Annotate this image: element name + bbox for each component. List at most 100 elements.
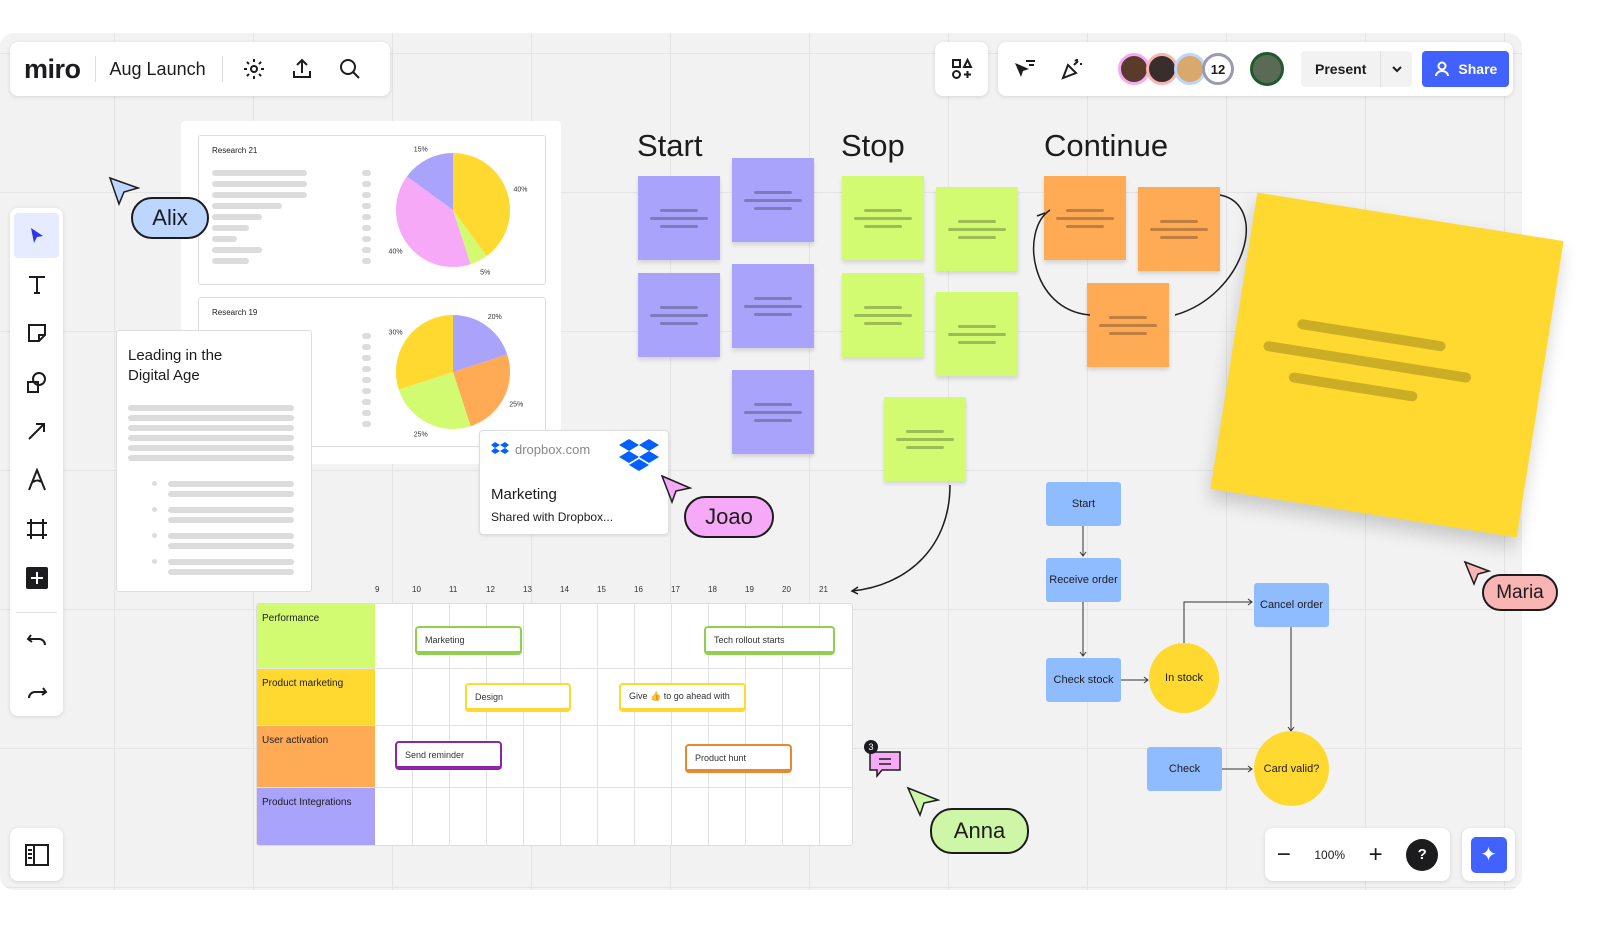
event-design[interactable]: Design (465, 683, 571, 712)
placeholder-line (212, 258, 249, 264)
sticky-note-purple[interactable] (732, 158, 814, 242)
col-divider (523, 604, 524, 845)
placeholder-line (128, 455, 294, 461)
zoom-in-icon[interactable]: + (1368, 840, 1383, 868)
anna-cursor-icon (906, 786, 940, 818)
upload-icon[interactable] (287, 57, 317, 81)
chevron-down-icon[interactable] (1380, 51, 1412, 87)
board-header: miro Aug Launch (10, 42, 390, 96)
bullet (152, 533, 157, 538)
col-divider (819, 604, 820, 845)
sticky-note-green[interactable] (936, 187, 1018, 271)
zoom-level[interactable]: 100% (1314, 847, 1346, 862)
sticky-note-green[interactable] (884, 397, 966, 481)
timeline-day: 20 (782, 585, 791, 594)
col-divider (412, 604, 413, 845)
frame-tool[interactable] (14, 506, 59, 551)
panel-toggle-button[interactable] (10, 828, 63, 881)
apps-button[interactable] (935, 42, 988, 96)
cursor-label-anna: Anna (930, 808, 1029, 854)
joao-cursor-icon (660, 474, 692, 504)
event-give-approval[interactable]: Give 👍 to go ahead with (619, 683, 746, 712)
cursor-label-maria: Maria (1482, 574, 1558, 611)
sticky-note-icon (27, 323, 46, 342)
timeline-day: 11 (449, 585, 458, 594)
shapes-plus-icon (951, 57, 973, 79)
collaborator-avatars[interactable]: 12 (1118, 53, 1234, 85)
placeholder-line (212, 236, 237, 242)
col-divider (486, 604, 487, 845)
board-name[interactable]: Aug Launch (109, 58, 206, 79)
sticky-note-orange[interactable] (1138, 187, 1220, 271)
placeholder-dot (362, 181, 371, 187)
pie-label: 30% (389, 329, 403, 336)
sticky-note-purple[interactable] (732, 370, 814, 454)
search-icon[interactable] (335, 57, 365, 81)
col-divider (782, 604, 783, 845)
event-product-hunt[interactable]: Product hunt (685, 744, 792, 773)
flow-node-receive-order[interactable]: Receive order (1046, 558, 1121, 602)
frame-icon (26, 518, 47, 539)
flow-node-cancel-order[interactable]: Cancel order (1254, 583, 1329, 627)
text-tool[interactable] (14, 261, 59, 306)
divider (94, 56, 96, 82)
celebrate-icon[interactable] (1052, 56, 1092, 82)
placeholder-line (128, 435, 294, 441)
flow-node-check-stock[interactable]: Check stock (1046, 658, 1121, 702)
research-title: Research 21 (212, 146, 258, 155)
zoom-out-icon[interactable]: − (1276, 840, 1291, 868)
ai-assistant-button[interactable]: ✦ (1462, 828, 1515, 881)
placeholder-line (168, 533, 294, 539)
pie-label: 15% (414, 147, 428, 154)
flow-node-in-stock[interactable]: In stock (1149, 643, 1219, 713)
sticky-note-purple[interactable] (638, 273, 720, 357)
placeholder-line (212, 214, 262, 220)
placeholder-dot (362, 170, 371, 176)
help-button[interactable]: ? (1406, 838, 1439, 871)
user-icon (1435, 61, 1450, 77)
undo-button[interactable] (14, 618, 59, 663)
dropbox-card[interactable]: dropbox.com Marketing Shared with Dropbo… (479, 430, 669, 535)
placeholder-dot (362, 344, 371, 350)
flow-node-check[interactable]: Check (1147, 747, 1222, 791)
my-avatar[interactable] (1250, 52, 1284, 86)
sticky-note-green[interactable] (842, 273, 924, 357)
event-tech-rollout[interactable]: Tech rollout starts (704, 626, 835, 655)
settings-icon[interactable] (239, 57, 269, 81)
select-tool[interactable] (14, 213, 59, 258)
timeline-day: 15 (597, 585, 606, 594)
more-tools-button[interactable] (14, 555, 59, 600)
share-button[interactable]: Share (1422, 51, 1510, 87)
sticky-note-purple[interactable] (638, 176, 720, 260)
placeholder-line (212, 225, 249, 231)
flow-node-card-valid[interactable]: Card valid? (1254, 731, 1329, 806)
left-toolbar (10, 208, 63, 716)
placeholder-dot (362, 247, 371, 253)
divider (221, 56, 223, 82)
pie-slice (453, 210, 487, 265)
present-button[interactable]: Present (1315, 61, 1367, 77)
event-marketing[interactable]: Marketing (415, 626, 522, 655)
col-divider (708, 604, 709, 845)
sticky-note-green[interactable] (842, 176, 924, 260)
shapes-tool[interactable] (14, 359, 59, 404)
sticky-note-orange[interactable] (1044, 176, 1126, 260)
pen-tool[interactable] (14, 457, 59, 502)
big-sticky-note[interactable] (1210, 192, 1564, 538)
collaborator-count[interactable]: 12 (1202, 53, 1234, 85)
redo-button[interactable] (14, 667, 59, 712)
sticky-note-tool[interactable] (14, 310, 59, 355)
cursor-filter-icon[interactable] (998, 57, 1052, 81)
flow-node-start[interactable]: Start (1046, 482, 1121, 526)
row-divider (375, 668, 852, 669)
dropbox-logo (619, 439, 659, 471)
event-send-reminder[interactable]: Send reminder (395, 741, 502, 770)
comment-thread[interactable]: 3 (864, 740, 902, 779)
sticky-note-purple[interactable] (732, 264, 814, 348)
sticky-note-green[interactable] (936, 292, 1018, 376)
sticky-note-orange[interactable] (1087, 283, 1169, 367)
connector-tool[interactable] (14, 408, 59, 453)
pointer-icon (30, 227, 43, 243)
collab-bar: 12 Present Share (998, 42, 1513, 96)
pie-label: 25% (509, 401, 523, 408)
